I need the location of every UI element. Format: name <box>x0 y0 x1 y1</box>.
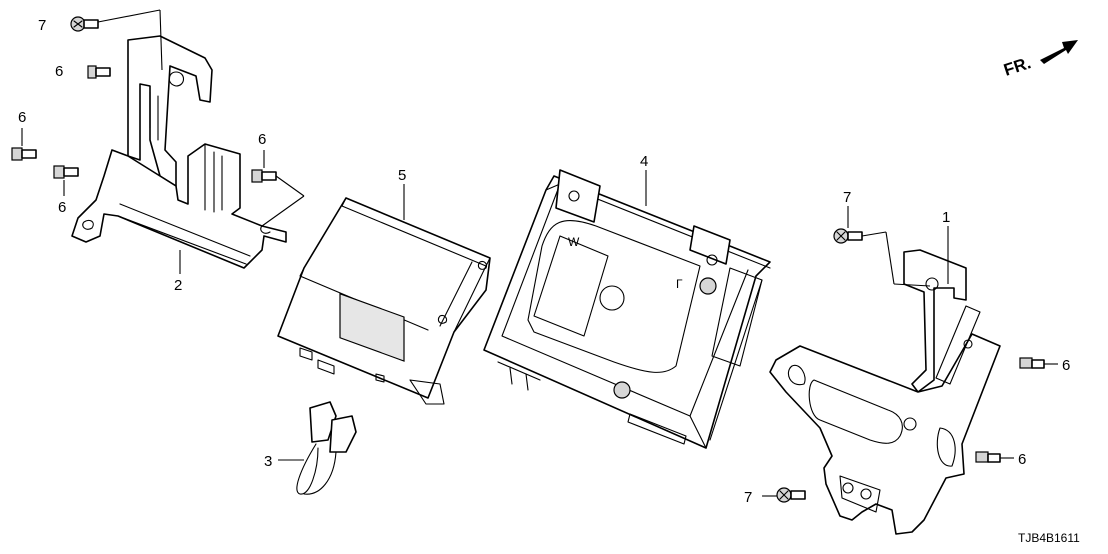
right-bracket: 1 <box>769 209 1001 535</box>
unit-marking-w: W <box>568 235 580 249</box>
bolt-6-left-lower: 6 <box>53 165 79 216</box>
main-unit: W Γ 4 <box>483 153 771 449</box>
bolt-6-right-upper: 6 <box>1019 357 1070 374</box>
callout-bolt-6-e: 6 <box>1062 357 1070 374</box>
module-unit: 5 <box>277 167 491 405</box>
wire-harness: 3 <box>264 401 357 495</box>
front-direction-label: FR. <box>1001 53 1033 80</box>
callout-part-3: 3 <box>264 453 272 470</box>
callout-part-4: 4 <box>640 153 648 170</box>
callout-part-1: 1 <box>942 209 950 226</box>
callout-screw-7-right-lower: 7 <box>744 489 752 506</box>
bolt-6-left-edge: 6 <box>11 109 37 161</box>
bolt-6-upper-left: 6 <box>55 63 111 80</box>
screw-7-right-upper: 7 <box>833 189 931 287</box>
diagram-code: TJB4B1611 <box>1018 531 1080 545</box>
callout-bolt-6-c: 6 <box>58 199 66 216</box>
screw-7-right-lower: 7 <box>744 487 806 506</box>
front-arrow-icon <box>1040 40 1078 64</box>
callout-screw-7-top-left: 7 <box>38 17 46 34</box>
left-bracket: 2 <box>71 35 287 294</box>
callout-part-2: 2 <box>174 277 182 294</box>
callout-bolt-6-b: 6 <box>18 109 26 126</box>
bolt-6-center-left: 6 <box>251 131 305 227</box>
callout-bolt-6-a: 6 <box>55 63 63 80</box>
callout-part-5: 5 <box>398 167 406 184</box>
front-direction-indicator: FR. <box>1001 40 1078 80</box>
screw-7-top-left: 7 <box>38 9 163 71</box>
unit-marking-r: Γ <box>676 277 683 291</box>
callout-screw-7-right-upper: 7 <box>843 189 851 206</box>
callout-bolt-6-f: 6 <box>1018 451 1026 468</box>
callout-bolt-6-d: 6 <box>258 131 266 148</box>
bolt-6-right-lower: 6 <box>975 451 1026 468</box>
